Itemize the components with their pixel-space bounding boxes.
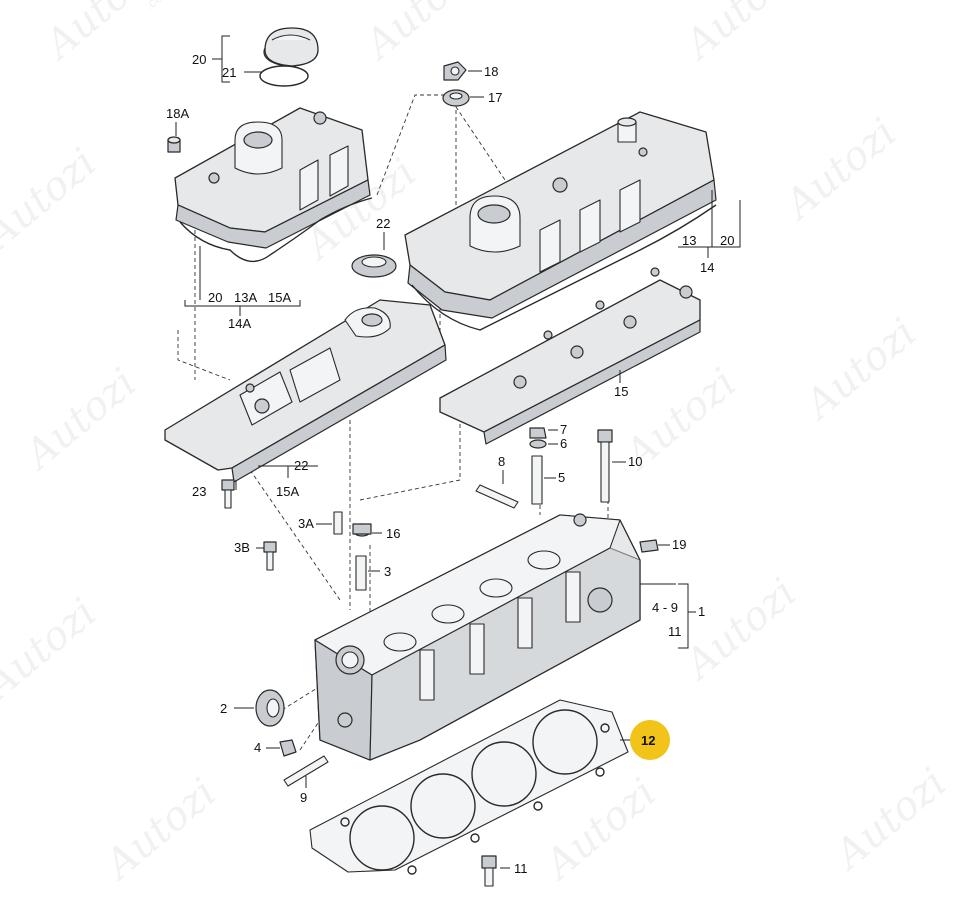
watermark-text: Autozi (674, 0, 805, 70)
watermark-text: Autozi (354, 0, 485, 70)
callout-15a[interactable]: 15A (268, 290, 291, 305)
watermark-text: Autozi (14, 360, 145, 481)
stud-9 (283, 755, 329, 787)
callout-labels: 20 21 18A 18 17 22 20 13A 15A 14A 13 20 … (166, 52, 734, 876)
watermark-text: Autozi (94, 770, 225, 891)
callout-2[interactable]: 2 (220, 701, 227, 716)
callout-13a[interactable]: 13A (234, 290, 257, 305)
plug-19 (639, 539, 659, 553)
nut-4 (279, 739, 297, 757)
watermark-text: Autozi (0, 590, 105, 711)
bolt-3a (333, 511, 343, 535)
bolt-10 (597, 429, 613, 503)
callout-20-right[interactable]: 20 (720, 233, 734, 248)
callout-18a[interactable]: 18A (166, 106, 189, 121)
callout-4-9[interactable]: 4 - 9 (652, 600, 678, 615)
right-baffle-15 (439, 267, 701, 445)
callout-22-lower[interactable]: 22 (294, 458, 308, 473)
callout-9[interactable]: 9 (300, 790, 307, 805)
callout-19[interactable]: 19 (672, 537, 686, 552)
seal-2 (255, 689, 285, 727)
callout-23[interactable]: 23 (192, 484, 206, 499)
nut-18 (443, 61, 467, 81)
watermark-text: Autozi (774, 110, 905, 231)
bolt-3b (263, 541, 277, 571)
watermark-text: Autozi (674, 570, 805, 691)
callout-1[interactable]: 1 (698, 604, 705, 619)
callout-20-left[interactable]: 20 (208, 290, 222, 305)
stud-8 (475, 484, 519, 509)
cylinder-head (314, 513, 641, 761)
callout-15[interactable]: 15 (614, 384, 628, 399)
watermark-text: Autozi (794, 310, 925, 431)
callout-22[interactable]: 22 (376, 216, 390, 231)
watermark-text: Autozi (0, 140, 105, 261)
head-gasket-12 (309, 699, 629, 875)
stud-5 (531, 455, 543, 505)
callout-3[interactable]: 3 (384, 564, 391, 579)
highlight-badge (630, 720, 670, 760)
callout-3a[interactable]: 3A (298, 516, 314, 531)
washer-6 (529, 439, 547, 449)
nut-7 (529, 427, 547, 439)
callout-3b[interactable]: 3B (234, 540, 250, 555)
watermark-sub: .COM (145, 0, 172, 12)
bolt-23 (221, 479, 235, 509)
callout-6[interactable]: 6 (560, 436, 567, 451)
callout-12[interactable]: 12 (641, 733, 655, 748)
oil-filler-cap (259, 27, 319, 87)
callout-15a-lower[interactable]: 15A (276, 484, 299, 499)
callout-21[interactable]: 21 (222, 65, 236, 80)
left-valve-cover (174, 107, 373, 263)
seal-22 (351, 254, 397, 278)
washer-17 (442, 89, 470, 107)
right-valve-cover (404, 111, 717, 331)
callout-10[interactable]: 10 (628, 454, 642, 469)
callout-18[interactable]: 18 (484, 64, 498, 79)
leader-lines (175, 35, 741, 869)
callout-5[interactable]: 5 (558, 470, 565, 485)
bolt-3 (355, 555, 367, 591)
callout-17[interactable]: 17 (488, 90, 502, 105)
callout-8[interactable]: 8 (498, 454, 505, 469)
callout-16[interactable]: 16 (386, 526, 400, 541)
cap-seal-ring (259, 65, 309, 87)
callout-4[interactable]: 4 (254, 740, 261, 755)
callout-14[interactable]: 14 (700, 260, 714, 275)
callout-13[interactable]: 13 (682, 233, 696, 248)
callout-20[interactable]: 20 (192, 52, 206, 67)
callout-14a[interactable]: 14A (228, 316, 251, 331)
callout-11[interactable]: 11 (514, 861, 528, 876)
callout-11-bracket[interactable]: 11 (668, 624, 682, 639)
left-baffle (164, 299, 447, 483)
bolt-11 (481, 855, 497, 887)
bolt-18a (167, 136, 181, 153)
watermark-text: Autozi (824, 760, 955, 881)
cap-16 (352, 523, 372, 537)
assembly-lines (177, 94, 609, 751)
callout-7[interactable]: 7 (560, 422, 567, 437)
watermark-text: Autozi (34, 0, 165, 70)
